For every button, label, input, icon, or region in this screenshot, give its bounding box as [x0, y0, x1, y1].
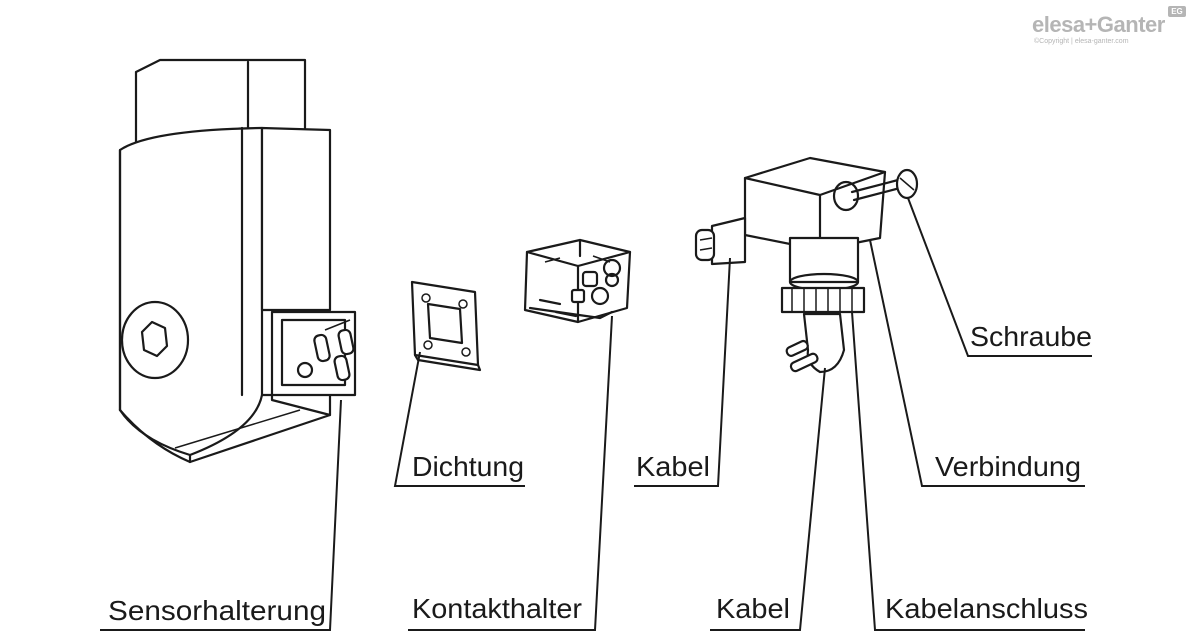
leader-kabel-upper — [634, 257, 731, 487]
leader-sensorhalterung — [100, 399, 342, 631]
label-kontakthalter: Kontakthalter — [412, 593, 582, 624]
leader-kontakthalter — [408, 315, 613, 631]
label-verbindung: Verbindung — [935, 451, 1081, 482]
label-dichtung: Dichtung — [412, 451, 524, 482]
contact-holder-drawing — [523, 238, 632, 324]
part-labels: Sensorhalterung Dichtung Kontakthalter K… — [108, 321, 1092, 626]
label-kabel-upper: Kabel — [636, 451, 710, 482]
logo-wordmark: elesa+Ganter — [1032, 12, 1165, 37]
label-kabel-lower: Kabel — [716, 593, 790, 624]
leader-verbindung — [869, 239, 1085, 487]
leader-schraube — [907, 197, 1092, 357]
leader-kabel-lower — [710, 367, 826, 631]
gasket-drawing — [410, 280, 482, 372]
sensor-holder-drawing — [118, 58, 357, 464]
leader-dichtung — [393, 351, 525, 487]
elesa-ganter-logo: elesa+Ganter EG ©Copyright | elesa-gante… — [1032, 6, 1192, 46]
leader-kabelanschluss — [851, 311, 1085, 631]
label-schraube: Schraube — [970, 321, 1092, 352]
connector-plug-drawing — [694, 156, 919, 374]
label-kabelanschluss: Kabelanschluss — [885, 593, 1088, 624]
leader-lines — [100, 197, 1092, 631]
label-sensorhalterung: Sensorhalterung — [108, 595, 326, 626]
logo-copyright: ©Copyright | elesa-ganter.com — [1034, 38, 1129, 45]
logo-badge: EG — [1168, 6, 1186, 17]
